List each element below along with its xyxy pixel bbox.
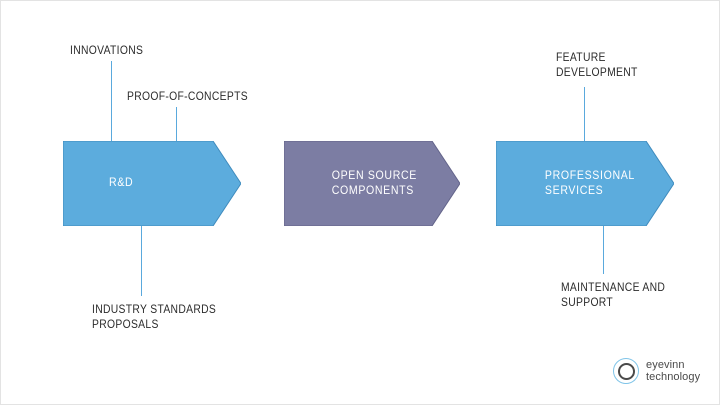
arrow-shape-rnd	[63, 141, 241, 226]
callout-label-innovations: INNOVATIONS	[70, 45, 144, 57]
brand-wordmark: eyevinn technology	[646, 359, 701, 383]
stage-label-open-source-components: OPEN SOURCE COMPONENTS	[331, 169, 417, 197]
eyevinn-ring-icon	[613, 358, 639, 384]
ring-inner-icon	[617, 362, 635, 380]
stage-label-professional-services: PROFESSIONAL SERVICES	[544, 169, 635, 197]
callout-label-proof-of-concepts: PROOF-OF-CONCEPTS	[127, 91, 248, 103]
connector-feature-development	[584, 87, 586, 141]
callout-label-maintenance-and-support: MAINTENANCE AND SUPPORT	[561, 282, 666, 309]
stage-arrow-professional-services[interactable]: PROFESSIONAL SERVICES	[496, 141, 674, 226]
connector-innovations	[111, 61, 113, 141]
ring-outer-icon	[613, 358, 639, 384]
callout-label-feature-development: FEATURE DEVELOPMENT	[556, 52, 638, 79]
stage-arrow-rnd[interactable]: R&D	[63, 141, 241, 226]
brand-logo: eyevinn technology	[613, 358, 700, 384]
stage-arrow-open-source-components[interactable]: OPEN SOURCE COMPONENTS	[284, 141, 460, 226]
connector-proof-of-concepts	[176, 107, 178, 141]
stage-label-rnd: R&D	[109, 177, 134, 189]
arrow-shape-professional-services	[496, 141, 674, 226]
callout-label-industry-standards-proposals: INDUSTRY STANDARDS PROPOSALS	[92, 304, 217, 331]
connector-maintenance-and-support	[603, 226, 605, 274]
connector-industry-standards-proposals	[141, 226, 143, 296]
arrow-shape-open-source-components	[284, 141, 460, 226]
